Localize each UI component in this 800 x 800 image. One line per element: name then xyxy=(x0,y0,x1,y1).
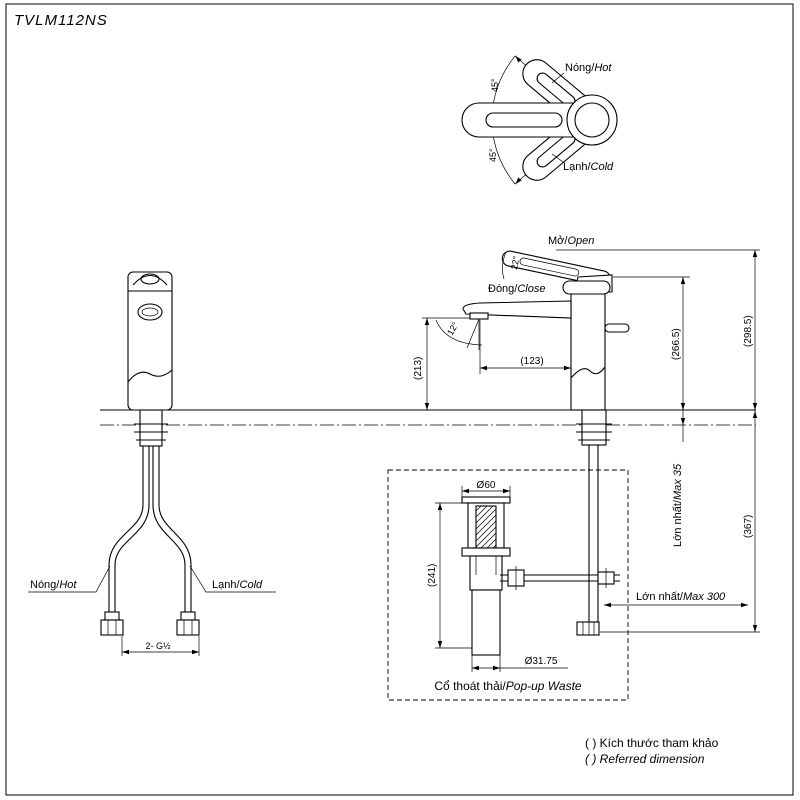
model-title: TVLM112NS xyxy=(14,12,108,29)
front-cold-leader xyxy=(189,565,276,593)
waste-height-dimension: (241) xyxy=(427,564,438,587)
open-label: Mở/Open xyxy=(548,235,594,247)
hot-angle-label: 45° xyxy=(490,78,500,92)
legend: ( ) Kích thước tham khảo ( ) Referred di… xyxy=(585,736,719,766)
max-hose-length: Lớn nhất/Max 300 xyxy=(636,591,726,603)
body-height-dimension: (266.5) xyxy=(671,328,682,360)
total-height-dimension: (298.5) xyxy=(743,315,754,347)
spout-reach-dimension: (123) xyxy=(520,356,543,367)
dimension-arrow xyxy=(503,488,510,494)
hatch-line xyxy=(475,505,488,518)
cold-angle-label: 45° xyxy=(488,148,498,162)
drain-flange xyxy=(461,496,511,504)
countertop xyxy=(100,409,756,426)
tail-diameter: Ø31.75 xyxy=(525,656,558,667)
hatch-line xyxy=(475,514,497,536)
dimension-arrow xyxy=(752,403,758,410)
faucet-side-view: 22° Mở/Open Đóng/Close 12° (213) (123) (… xyxy=(413,235,760,636)
dimension-arrows xyxy=(122,55,758,671)
dimension-arrow xyxy=(122,649,129,655)
drain-lower-body xyxy=(469,555,503,591)
hatch-line xyxy=(475,508,497,530)
spray-angle-label: 12° xyxy=(445,320,461,337)
dimension-arrow xyxy=(515,55,522,63)
legend-english: ( ) Referred dimension xyxy=(585,752,705,766)
front-hot-leader xyxy=(28,565,111,593)
cold-hose xyxy=(152,446,200,636)
dimension-arrow xyxy=(437,641,443,648)
dimension-arrow xyxy=(472,665,479,671)
popup-waste-label: Cổ thoát thải/Pop-up Waste xyxy=(434,679,582,693)
dimension-arrow xyxy=(604,602,611,608)
popup-waste-detail: Ø60 (241) Ø31.75 Cổ thoát thải/Pop-up Wa… xyxy=(387,469,629,701)
dimension-arrow xyxy=(680,277,686,284)
front-lever-slot xyxy=(137,303,163,321)
dimension-arrow xyxy=(515,177,522,185)
close-label: Đóng/Close xyxy=(488,283,545,295)
hatch-line xyxy=(475,520,497,542)
top-hot-leader xyxy=(551,72,565,84)
dimension-arrow xyxy=(437,503,443,510)
dimension-arrow xyxy=(480,365,487,371)
front-body xyxy=(127,271,173,411)
handle-center-position xyxy=(461,102,595,138)
hatch-line xyxy=(475,505,482,512)
faucet-front-view: Nóng/Hot Lạnh/Cold 2- G½ xyxy=(28,271,276,656)
dimension-arrow xyxy=(680,403,686,410)
front-shank xyxy=(139,409,163,447)
spout-height-dimension: (213) xyxy=(413,357,424,380)
side-knob xyxy=(604,323,630,333)
dimension-arrow xyxy=(752,625,758,632)
lever-closed-position xyxy=(562,280,611,295)
front-cap xyxy=(132,274,168,286)
drain-tail-pipe xyxy=(471,589,501,656)
front-hot-label: Nóng/Hot xyxy=(30,579,77,591)
dimension-arrow xyxy=(680,418,686,425)
top-cold-label: Lạnh/Cold xyxy=(563,161,614,173)
dimension-arrow xyxy=(192,649,199,655)
top-cold-leader xyxy=(551,153,564,163)
hatch-line xyxy=(475,526,497,548)
popup-waste-frame xyxy=(387,469,629,701)
max-counter-thickness: Lớn nhất/Max 35 xyxy=(672,463,684,547)
handle-top-view: 45° 45° Nóng/Hot Lạnh/Cold xyxy=(461,55,618,185)
spout xyxy=(462,300,572,319)
cold-hose-fitting xyxy=(176,619,200,636)
front-cap-button xyxy=(140,273,160,285)
drain-body xyxy=(467,502,505,549)
dimension-arrow xyxy=(424,318,430,325)
legend-vietnamese: ( ) Kích thước tham khảo xyxy=(585,736,719,750)
below-counter-dimension: (367) xyxy=(743,515,754,538)
drain-nut xyxy=(461,547,511,557)
dimension-arrow xyxy=(564,365,571,371)
thread-dimension: 2- G½ xyxy=(145,641,171,651)
spray-angle-line xyxy=(466,318,480,349)
side-body xyxy=(570,289,606,411)
side-wave-line xyxy=(570,366,606,379)
side-shank xyxy=(581,409,607,446)
top-hot-label: Nóng/Hot xyxy=(565,62,612,74)
dimension-arrow xyxy=(493,665,500,671)
dimension-arrow xyxy=(462,488,469,494)
aerator xyxy=(469,312,489,320)
hot-hose xyxy=(100,446,150,636)
drawing-border xyxy=(5,3,794,796)
front-wave-line xyxy=(127,369,173,383)
dimension-arrow xyxy=(424,403,430,410)
dimension-arrow xyxy=(741,602,748,608)
dimension-arrow xyxy=(752,250,758,257)
front-cold-label: Lạnh/Cold xyxy=(212,579,263,591)
lever-angle-label: 22° xyxy=(509,255,521,271)
flange-diameter: Ø60 xyxy=(477,480,496,491)
hatch-line xyxy=(475,505,494,524)
handle-pivot-inner xyxy=(574,102,610,138)
dimension-arrow xyxy=(752,411,758,418)
spray-angle-arc xyxy=(435,319,483,346)
lever-angle-arc xyxy=(502,251,507,280)
hot-hose-fitting xyxy=(100,619,124,636)
side-hose-fitting xyxy=(576,621,600,636)
